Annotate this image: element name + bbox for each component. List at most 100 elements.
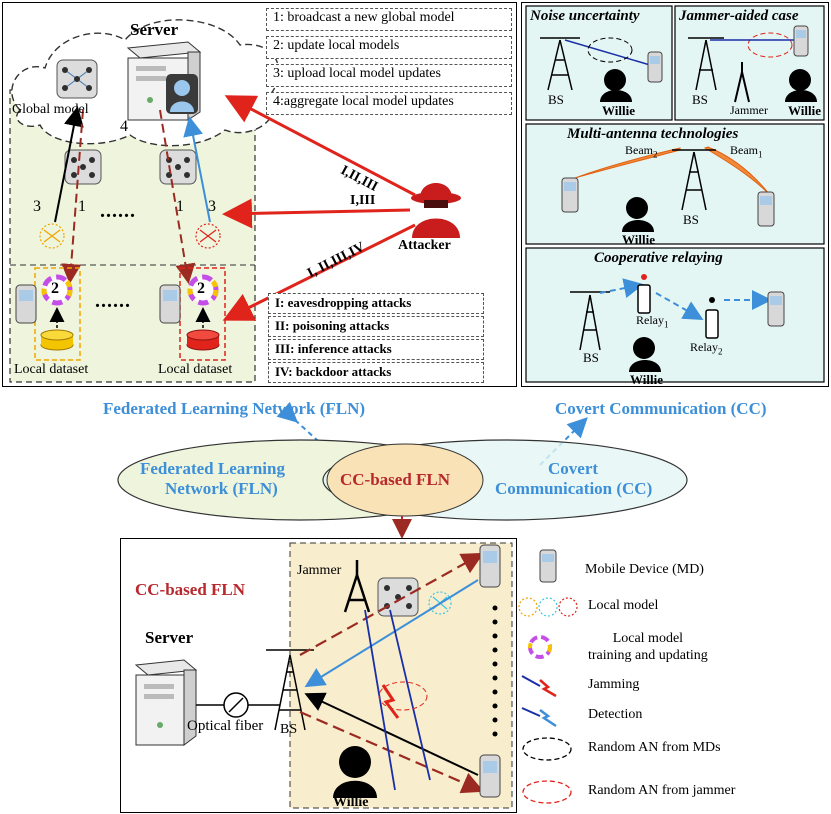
upload-arrow-left bbox=[54, 106, 84, 223]
bottom-bs-icon bbox=[266, 649, 314, 731]
legend-black-ellipse-icon bbox=[522, 737, 572, 761]
detection-line bbox=[389, 609, 431, 781]
willie-multi-label: Willie bbox=[622, 232, 655, 247]
venn-fln-line-1: Federated Learning bbox=[140, 459, 285, 478]
bs-tower-multi-icon bbox=[672, 149, 716, 211]
venn-cc-line-1: Covert bbox=[548, 459, 599, 478]
willie-coop-icon bbox=[629, 337, 661, 372]
user-icon bbox=[166, 74, 198, 114]
attack-path-2-label: I,III bbox=[350, 193, 376, 208]
training-ring-right-icon bbox=[187, 274, 219, 306]
local-dataset-left-label: Local dataset bbox=[14, 362, 89, 377]
jammer-panel-label: Jammer bbox=[730, 103, 768, 117]
attack-2-box: II: poisoning attacks bbox=[268, 316, 484, 337]
legend-jamming-label: Jamming bbox=[588, 677, 640, 692]
bs-coop-label: BS bbox=[583, 350, 599, 365]
global-model-icon bbox=[56, 59, 98, 99]
bs-multi-label: BS bbox=[683, 212, 699, 227]
bottom-md-top-icon bbox=[479, 544, 501, 588]
relay-1-icon bbox=[637, 274, 651, 314]
step-1a-label: 1 bbox=[78, 198, 86, 215]
md-ellipsis-dots bbox=[492, 605, 498, 737]
step-2a-label: 2 bbox=[51, 280, 59, 297]
attacker-label: Attacker bbox=[398, 238, 451, 253]
attacker-icon bbox=[411, 183, 461, 238]
legend-red-ellipse-label: Random AN from jammer bbox=[588, 783, 736, 798]
mobile-device-right-icon bbox=[159, 284, 181, 324]
step-2b-label: 2 bbox=[197, 280, 205, 297]
local-model-right-icon bbox=[195, 223, 221, 249]
legend-local-model-icon bbox=[518, 597, 578, 617]
venn-center-label: CC-based FLN bbox=[340, 470, 451, 489]
bottom-jammer-icon bbox=[343, 560, 371, 613]
attack-arrow-server bbox=[224, 95, 416, 197]
mobile-device-noise-icon bbox=[647, 51, 663, 83]
bottom-willie-icon bbox=[333, 746, 377, 798]
willie-multi-icon bbox=[622, 197, 654, 232]
bottom-server-icon bbox=[134, 659, 198, 746]
cc-fln-title: CC-based FLN bbox=[135, 580, 246, 599]
cc-caption: Covert Communication (CC) bbox=[555, 399, 767, 418]
jammer-aided-title: Jammer-aided case bbox=[679, 8, 799, 24]
bottom-bs-label: BS bbox=[280, 722, 298, 737]
multi-antenna-title: Multi-antenna technologies bbox=[567, 126, 739, 142]
global-model-label: Global model bbox=[12, 102, 89, 117]
mobile-device-jammer-panel-icon bbox=[793, 25, 809, 57]
training-ring-left-icon bbox=[41, 274, 73, 306]
link-md-top-bs bbox=[304, 579, 479, 688]
bottom-md-bottom-icon bbox=[479, 754, 501, 798]
venn-fln-line-2: Network (FLN) bbox=[165, 479, 278, 498]
local-dataset-right-label: Local dataset bbox=[158, 362, 233, 377]
fln-caption: Federated Learning Network (FLN) bbox=[103, 399, 366, 418]
step-1-box: 1: broadcast a new global model bbox=[266, 8, 512, 31]
bottom-willie-label: Willie bbox=[333, 795, 369, 810]
dots-datasets: ...... bbox=[95, 290, 131, 312]
beam-2-label: Beam2 bbox=[625, 143, 658, 160]
legend-black-ellipse-label: Random AN from MDs bbox=[588, 740, 721, 755]
legend-red-ellipse-icon bbox=[522, 780, 572, 804]
mobile-device-multi-left-icon bbox=[561, 177, 579, 213]
legend-training-ring-icon bbox=[528, 635, 552, 659]
step-3a-label: 3 bbox=[33, 198, 41, 215]
dots-models: ...... bbox=[100, 200, 136, 222]
optical-fiber-label: Optical fiber bbox=[187, 718, 264, 734]
attack-arrow-model bbox=[222, 198, 411, 229]
willie-noise-icon bbox=[600, 69, 632, 102]
step-3-box: 3: upload local model updates bbox=[266, 64, 512, 87]
legend-jamming-icon bbox=[521, 675, 557, 698]
mobile-device-left-icon bbox=[15, 284, 37, 324]
link-bs-md-top bbox=[299, 552, 484, 656]
noise-uncertainty-title: Noise uncertainty bbox=[530, 8, 640, 24]
willie-jammer-panel-icon bbox=[785, 69, 817, 102]
bottom-red-ellipse bbox=[378, 681, 428, 711]
legend-mobile-device-label: Mobile Device (MD) bbox=[585, 562, 704, 577]
bs-jammer-panel-label: BS bbox=[692, 92, 708, 107]
dataset-stack-left-icon bbox=[40, 329, 74, 351]
bs-tower-noise-icon bbox=[540, 37, 580, 91]
broadcast-arrow-right bbox=[159, 109, 196, 284]
jamming-bolt-icon bbox=[381, 684, 400, 719]
step-4-label: 4 bbox=[120, 118, 128, 135]
willie-noise-label: Willie bbox=[602, 103, 635, 118]
legend-mobile-device-icon bbox=[539, 549, 557, 583]
relay-1-label: Relay1 bbox=[636, 313, 669, 330]
legend-detection-label: Detection bbox=[588, 707, 643, 722]
beam-1-label: Beam1 bbox=[730, 143, 763, 160]
noise-ellipse bbox=[587, 37, 633, 63]
global-model-copy-left-icon bbox=[64, 149, 102, 185]
cooperative-relaying-title: Cooperative relaying bbox=[594, 250, 723, 266]
jammer-red-ellipse bbox=[747, 32, 793, 58]
step-3b-label: 3 bbox=[208, 198, 216, 215]
link-bs-md-bottom bbox=[299, 710, 485, 794]
local-model-left-icon bbox=[39, 223, 65, 249]
relay-2-icon bbox=[705, 297, 719, 339]
step-4-box: 4:aggregate local model updates bbox=[266, 92, 512, 115]
jammer-tower-small-icon bbox=[734, 62, 750, 103]
willie-coop-label: Willie bbox=[630, 372, 663, 387]
legend-training-label: Local model training and updating bbox=[588, 631, 708, 663]
attack-1-box: I: eavesdropping attacks bbox=[268, 293, 484, 314]
